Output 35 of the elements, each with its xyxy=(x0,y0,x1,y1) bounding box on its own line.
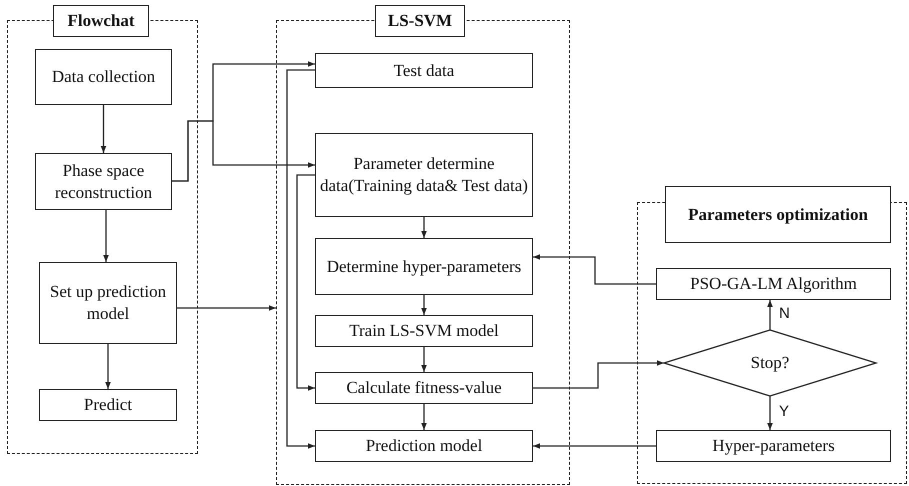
arrow xyxy=(286,69,315,449)
arrow xyxy=(533,443,656,449)
dashed-group-frame xyxy=(276,5,570,485)
dashed-group-frame xyxy=(637,186,907,484)
arrow xyxy=(296,174,315,391)
arrow xyxy=(172,120,315,182)
group-heading: Flowchat xyxy=(53,5,149,37)
process-box: Determine hyper-parameters xyxy=(315,238,533,295)
arrow xyxy=(421,217,427,238)
arrow xyxy=(533,360,664,389)
arrow xyxy=(105,344,111,389)
arrow xyxy=(421,404,427,430)
arrow xyxy=(767,300,773,330)
group-heading: Parameters optimization xyxy=(665,186,891,243)
process-box: Calculate fitness-value xyxy=(315,372,533,404)
process-box: Set up prediction model xyxy=(39,262,177,344)
arrow xyxy=(421,295,427,315)
process-box: PSO-GA-LM Algorithm xyxy=(656,268,891,300)
arrow xyxy=(103,210,109,262)
process-box: Phase space reconstruction xyxy=(35,153,172,210)
process-box: Predict xyxy=(39,389,177,421)
process-box: Prediction model xyxy=(315,430,533,462)
decision-diamond: Stop? xyxy=(664,330,876,396)
process-box: Data collection xyxy=(35,49,172,105)
process-box: Test data xyxy=(315,53,533,88)
arrow xyxy=(533,254,656,285)
process-box: Hyper-parameters xyxy=(656,430,891,462)
process-box: Train LS-SVM model xyxy=(315,315,533,347)
process-box: Parameter determine data(Training data& Test data) xyxy=(315,133,533,217)
arrow xyxy=(421,347,427,372)
dashed-group-frame xyxy=(7,5,198,454)
arrow xyxy=(177,305,276,311)
arrow xyxy=(100,105,106,153)
group-heading: LS-SVM xyxy=(375,5,465,37)
arrow xyxy=(767,396,773,430)
